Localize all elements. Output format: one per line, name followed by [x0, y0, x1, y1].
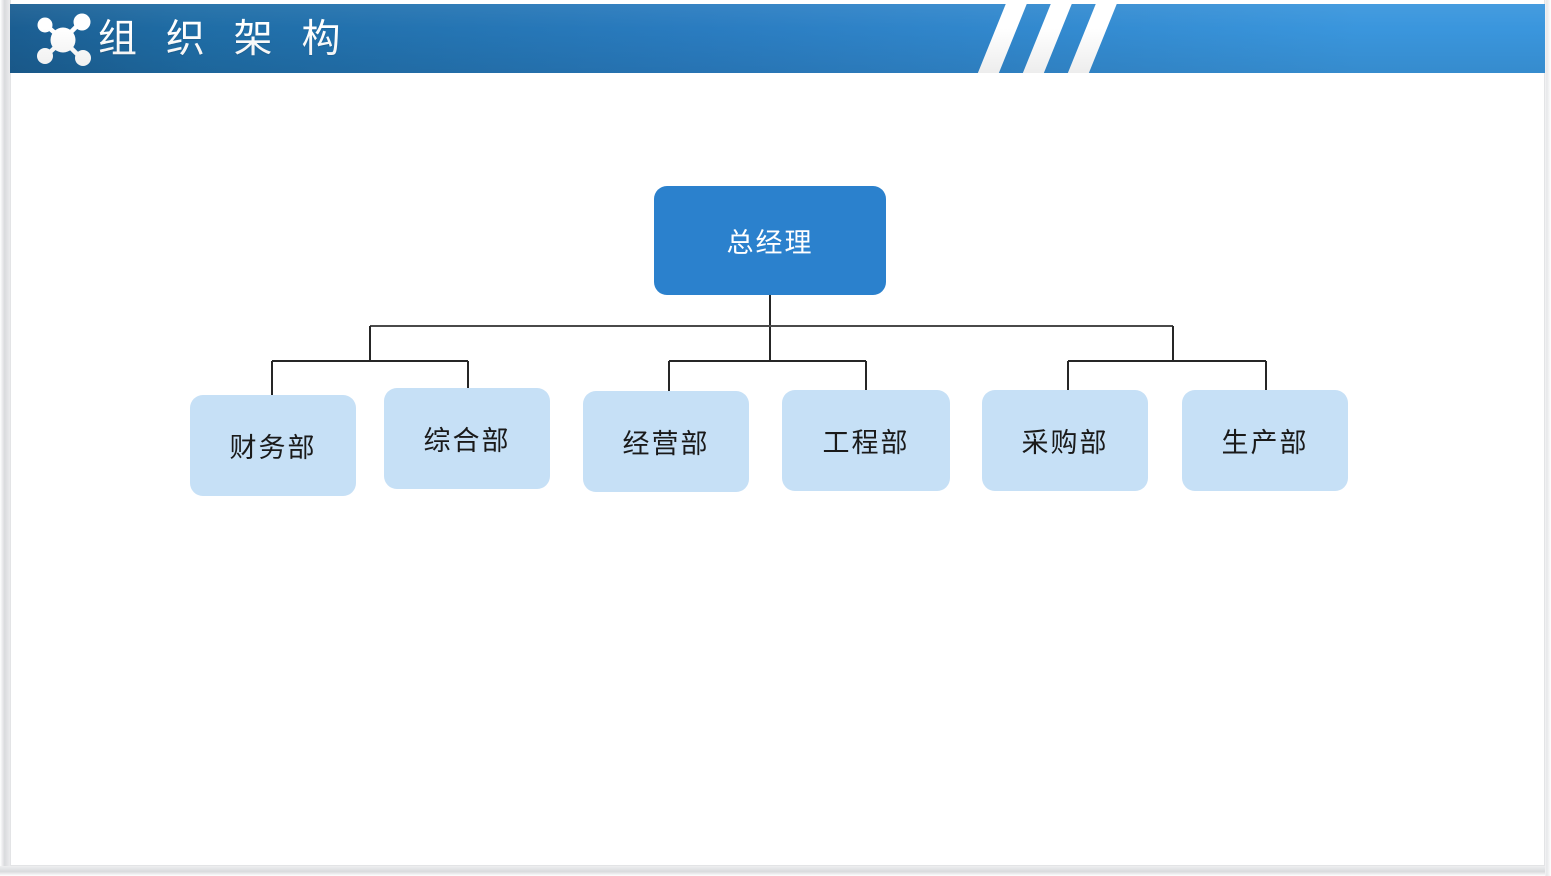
slash-1	[972, 4, 1033, 73]
org-node-root-label: 总经理	[726, 228, 814, 258]
org-node-procurement-label: 采购部	[1021, 428, 1109, 458]
org-chart: 总经理 财务部 综合部 经营部 工程部 采购部 生产部	[10, 73, 1545, 866]
org-node-general-affairs-label: 综合部	[423, 426, 511, 456]
org-node-production-label: 生产部	[1221, 428, 1309, 458]
org-node-operations-label: 经营部	[622, 429, 710, 459]
slash-2	[1017, 4, 1078, 73]
slide-header-banner: 组 织 架 构	[10, 4, 1545, 73]
frame-right-bevel	[1545, 0, 1551, 876]
org-node-operations[interactable]: 经营部	[583, 391, 749, 492]
org-chart-connectors	[270, 295, 1268, 395]
frame-bottom-bevel	[0, 866, 1551, 876]
org-node-engineering-label: 工程部	[822, 428, 910, 458]
org-node-finance-label: 财务部	[229, 433, 317, 463]
org-node-root[interactable]: 总经理	[654, 186, 886, 295]
org-node-engineering[interactable]: 工程部	[782, 390, 950, 491]
network-nodes-icon	[37, 13, 91, 66]
slash-3	[1062, 4, 1123, 73]
org-node-general-affairs[interactable]: 综合部	[384, 388, 550, 489]
frame-left-bevel	[0, 0, 10, 876]
diagonal-slashes-decoration	[970, 4, 1170, 73]
org-node-procurement[interactable]: 采购部	[982, 390, 1148, 491]
org-node-finance[interactable]: 财务部	[190, 395, 356, 496]
org-node-production[interactable]: 生产部	[1182, 390, 1348, 491]
page-title: 组 织 架 构	[98, 18, 350, 61]
